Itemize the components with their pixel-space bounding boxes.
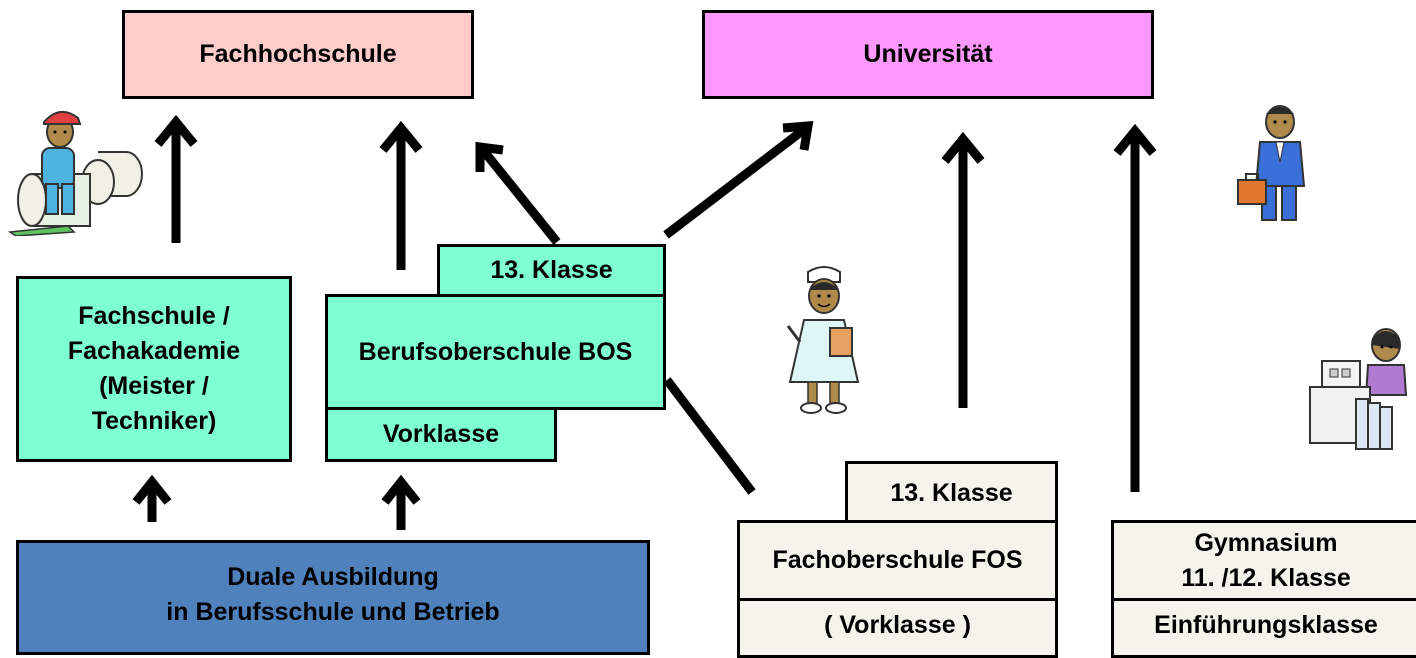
fos-vorklasse-box: ( Vorklasse ) [737, 598, 1058, 658]
fachschule-line-3: (Meister / [99, 372, 209, 400]
einfuehrungsklasse-box: Einführungsklasse [1111, 598, 1416, 658]
duale-line-2: in Berufsschule und Betrieb [166, 597, 500, 626]
fos-vorklasse-label: ( Vorklasse ) [824, 610, 971, 639]
universitaet-box: Universität [702, 10, 1154, 99]
bos-13-klasse-box: 13. Klasse [437, 244, 666, 297]
gymnasium-box: Gymnasium 11. /12. Klasse [1111, 520, 1416, 601]
fachhochschule-label: Fachhochschule [199, 40, 397, 68]
fos-13-klasse-label: 13. Klasse [890, 478, 1013, 507]
bos-vorklasse-box: Vorklasse [325, 406, 557, 462]
universitaet-label: Universität [863, 40, 993, 68]
fos-label: Fachoberschule FOS [772, 546, 1023, 574]
connector-bos-fos [663, 377, 756, 495]
fachschule-line-1: Fachschule / [78, 302, 230, 330]
fos-13-klasse-box: 13. Klasse [845, 461, 1058, 525]
duale-line-1: Duale Ausbildung [227, 562, 439, 591]
fachhochschule-box: Fachhochschule [122, 10, 474, 99]
nurse-icon [786, 266, 860, 414]
office-worker-icon [1309, 328, 1408, 450]
einfuehrungsklasse-label: Einführungsklasse [1154, 610, 1378, 639]
duale-ausbildung-box: Duale Ausbildung in Berufsschule und Bet… [16, 540, 650, 655]
gymnasium-line-2: 11. /12. Klasse [1181, 563, 1351, 592]
businessman-icon [1237, 105, 1306, 221]
arrow-bos13-to-fh [479, 147, 561, 245]
gymnasium-line-1: Gymnasium [1194, 528, 1338, 557]
fachschule-box: Fachschule / Fachakademie (Meister / Tec… [16, 276, 292, 462]
bos-vorklasse-label: Vorklasse [382, 419, 500, 448]
fachschule-line-4: Techniker) [91, 407, 217, 435]
bos-label: Berufsoberschule BOS [358, 337, 633, 366]
fos-box: Fachoberschule FOS [737, 520, 1058, 601]
bos-13-klasse-label: 13. Klasse [490, 256, 613, 284]
fachschule-line-2: Fachakademie [67, 337, 241, 365]
worker-with-rolls-icon [8, 111, 143, 236]
arrow-bos13-to-uni [663, 124, 809, 239]
bos-box: Berufsoberschule BOS [325, 294, 666, 410]
